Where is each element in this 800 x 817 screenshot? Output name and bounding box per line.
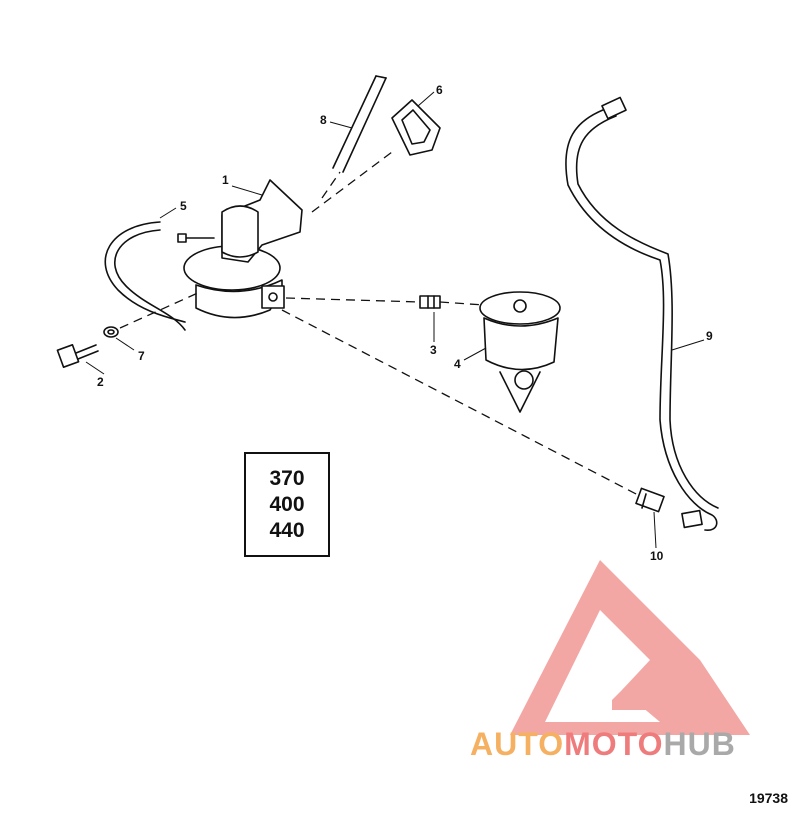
callout-8: 8 [320,113,327,127]
model-number: 370 [269,466,305,490]
drawing-number: 19738 [749,790,788,806]
fuel-line-tube [565,96,719,531]
callout-1: 1 [222,173,229,187]
inlet-fitting [419,295,441,309]
fuel-line-hose [104,221,186,323]
lock-washer [103,326,119,338]
model-applicability-box: 370 400 440 [244,452,330,557]
callout-7: 7 [138,349,145,363]
callout-2: 2 [97,375,104,389]
callout-9: 9 [706,329,713,343]
callout-4: 4 [454,357,461,371]
watermark-text: AUTOMOTOHUB [470,726,800,770]
callout-10: 10 [650,549,664,563]
watermark-logo [510,560,750,735]
fuel-pump [177,179,303,319]
elbow-fitting [635,487,665,513]
model-number: 440 [269,518,305,542]
watermark-part-auto: AUTO [470,726,565,762]
callout-3: 3 [430,343,437,357]
leader-lines [85,91,705,549]
callout-6: 6 [436,83,443,97]
watermark-part-hub: HUB [663,726,736,762]
alignment-lines [119,151,641,497]
callout-5: 5 [180,199,187,213]
push-rod [332,75,387,173]
model-number: 400 [269,492,305,516]
fuel-filter [479,291,561,413]
watermark-part-moto: MOTO [564,726,664,762]
gasket [391,99,441,156]
screw [56,344,99,368]
